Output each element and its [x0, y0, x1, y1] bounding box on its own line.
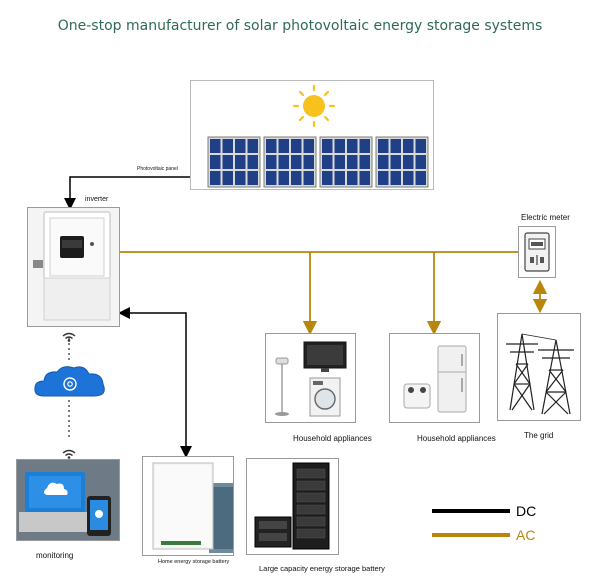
home-battery-illustration — [152, 462, 233, 553]
pv-panel-illustration — [207, 84, 429, 188]
home-battery-box — [142, 456, 234, 556]
solar-cell — [278, 139, 289, 153]
solar-cell — [415, 171, 426, 185]
appliances-label-2: Household appliances — [417, 434, 496, 443]
solar-cell — [278, 171, 289, 185]
solar-cell — [403, 139, 414, 153]
solar-cell — [222, 155, 233, 169]
dc-line-inverter-battery — [118, 307, 192, 458]
solar-cell — [303, 155, 314, 169]
solar-cell — [322, 171, 333, 185]
solar-cell — [334, 171, 345, 185]
solar-cell — [303, 139, 314, 153]
large-battery-box — [246, 458, 339, 555]
solar-cell — [235, 155, 246, 169]
home-battery-label: Home energy storage battery — [158, 559, 230, 565]
solar-cell — [347, 155, 358, 169]
tv-washer-illustration — [275, 341, 347, 417]
solar-cell — [359, 171, 370, 185]
solar-cell — [378, 139, 389, 153]
appliances-box-1 — [265, 333, 356, 423]
legend-ac-label: AC — [516, 527, 536, 543]
solar-cell — [291, 155, 302, 169]
solar-cell — [347, 139, 358, 153]
meter-label: Electric meter — [521, 213, 570, 222]
appliances-label-1: Household appliances — [293, 434, 372, 443]
solar-cell — [247, 155, 258, 169]
pv-panel-label: Photovoltaic panel — [137, 166, 178, 172]
solar-cell — [303, 171, 314, 185]
solar-cell — [359, 139, 370, 153]
solar-cell — [390, 155, 401, 169]
solar-cell — [403, 155, 414, 169]
solar-cell — [247, 139, 258, 153]
solar-cell — [378, 171, 389, 185]
solar-cell — [247, 171, 258, 185]
solar-cell — [322, 139, 333, 153]
cloud-at-icon — [32, 362, 108, 404]
solar-cell — [334, 155, 345, 169]
pylon-icon — [506, 333, 574, 415]
solar-cell — [390, 171, 401, 185]
laptop-phone-illustration — [17, 460, 119, 540]
monitoring-label: monitoring — [36, 551, 74, 560]
meter-icon — [524, 232, 550, 272]
solar-cell — [403, 171, 414, 185]
pv-panel-box — [190, 80, 434, 190]
solar-cell — [347, 171, 358, 185]
solar-cell — [390, 139, 401, 153]
solar-cell — [415, 139, 426, 153]
meter-box — [518, 226, 556, 278]
solar-cell — [278, 155, 289, 169]
fridge-speaker-illustration — [403, 345, 467, 413]
solar-cell — [266, 139, 277, 153]
solar-cell — [322, 155, 333, 169]
solar-cell — [378, 155, 389, 169]
solar-cell — [222, 171, 233, 185]
solar-cell — [266, 155, 277, 169]
solar-cell — [210, 139, 221, 153]
solar-cell — [210, 155, 221, 169]
dc-line-pv-inverter — [64, 176, 190, 210]
inverter-label: inverter — [85, 196, 109, 203]
solar-cell — [291, 139, 302, 153]
inverter-box — [27, 207, 120, 327]
solar-cell — [266, 171, 277, 185]
wifi-icon — [62, 327, 76, 346]
wifi-icon — [62, 444, 76, 463]
appliances-box-2 — [389, 333, 480, 423]
solar-cell — [291, 171, 302, 185]
solar-panels — [207, 136, 429, 188]
large-battery-label: Large capacity energy storage battery — [259, 564, 385, 573]
inverter-illustration — [33, 211, 111, 321]
solar-cell — [210, 171, 221, 185]
solar-cell — [235, 171, 246, 185]
grid-box — [497, 313, 581, 421]
solar-cell — [415, 155, 426, 169]
solar-cell — [235, 139, 246, 153]
solar-cell — [222, 139, 233, 153]
large-battery-illustration — [254, 462, 330, 550]
grid-label: The grid — [524, 431, 554, 440]
monitoring-image — [16, 459, 120, 541]
legend-dc-label: DC — [516, 503, 537, 519]
sun-icon — [292, 84, 336, 128]
page-title: One-stop manufacturer of solar photovolt… — [57, 18, 543, 34]
solar-cell — [334, 139, 345, 153]
solar-cell — [359, 155, 370, 169]
